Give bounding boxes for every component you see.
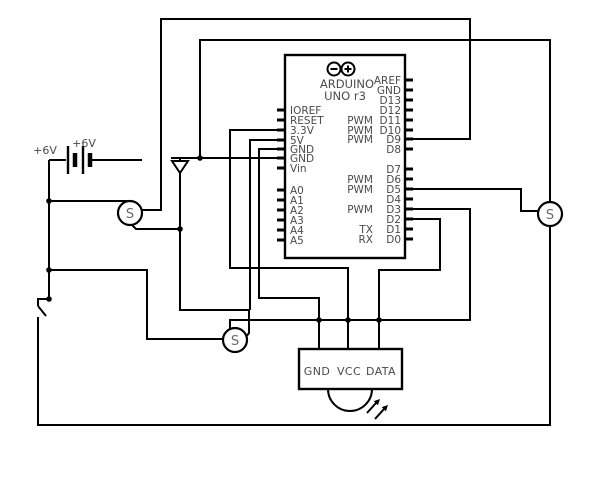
servo3-body	[221, 326, 249, 354]
pin-label-d8: D8	[386, 144, 401, 156]
sensor-module: GND VCC DATA	[297, 347, 404, 420]
sensor-body	[297, 347, 404, 391]
arrow-head-2	[381, 405, 388, 412]
pin-prefix-d5: PWM	[347, 184, 373, 196]
pin-label-d2: D2	[386, 214, 401, 226]
pin-label-d1: D1	[386, 224, 401, 236]
pin-label-a0: A0	[290, 185, 304, 197]
pin-label-d0: D0	[386, 234, 401, 246]
pin-label-gnd2: GND	[290, 153, 314, 165]
servo2-body	[536, 200, 564, 228]
battery-symbol: +6V +6V	[33, 137, 142, 174]
pin-label-d11: D11	[380, 115, 401, 127]
servo1-body	[116, 199, 144, 227]
pin-label-aref: AREF	[374, 75, 401, 87]
battery-cell2-label: +6V	[72, 137, 96, 150]
servo1-gnd-wire	[130, 223, 180, 230]
pin-prefix-d1: TX	[358, 224, 373, 236]
arduino-left-pin-labels: IOREF RESET 3.3V 5V GND GND Vin A0 A1 A2…	[290, 105, 324, 247]
sensor-vcc-wire-3v3	[229, 129, 349, 349]
pin-label-d7: D7	[386, 164, 401, 176]
pin-label-3v3: 3.3V	[290, 125, 315, 137]
pin-label-d13: D13	[380, 95, 401, 107]
arduino-body	[283, 53, 407, 260]
arrow-shaft-2	[374, 408, 385, 420]
sensor-dome	[327, 388, 373, 412]
arrow-shaft-1	[366, 402, 377, 414]
gnd-to-servo3-wire	[179, 173, 250, 338]
switch-and-bottom-rail	[37, 226, 551, 426]
servo1-signal-wire-d9	[141, 18, 471, 211]
pin-prefix-d0: RX	[359, 234, 374, 246]
pin-label-gnd-r: GND	[377, 85, 401, 97]
pin-label-d3: D3	[386, 204, 401, 216]
pin-label-a5: A5	[290, 235, 304, 247]
arduino-right-pin-stubs	[405, 78, 413, 241]
pin-prefix-d9: PWM	[347, 134, 373, 146]
sensor-gnd-wire	[258, 148, 320, 349]
bottom-rail-wire	[37, 226, 551, 426]
wire-5v	[249, 139, 277, 310]
power-polarity-icon	[326, 61, 356, 77]
pin-label-reset: RESET	[290, 115, 324, 127]
servo-3: S	[49, 208, 471, 354]
servo3-label: S	[231, 334, 239, 349]
pin-label-d10: D10	[380, 125, 401, 137]
sensor-signal-arrows-icon	[366, 399, 388, 420]
plus-circle-icon	[340, 61, 356, 77]
pin-label-d4: D4	[386, 194, 401, 206]
pin-label-vin: Vin	[290, 163, 307, 175]
sensor-data-wire-d2	[378, 218, 441, 349]
arduino-uno: ARDUINO UNO r3	[277, 53, 413, 260]
positive-rail	[46, 160, 52, 302]
servo1-label: S	[126, 207, 134, 222]
pin-label-a2: A2	[290, 205, 304, 217]
servo3-power-wire	[49, 269, 223, 340]
pin-label-a4: A4	[290, 225, 304, 237]
switch-top-lead	[37, 298, 49, 306]
sensor-pin-label-data: DATA	[366, 365, 396, 378]
servo-1: S	[49, 18, 471, 230]
pin-label-a3: A3	[290, 215, 304, 227]
sensor-wires	[229, 129, 441, 349]
pin-label-a1: A1	[290, 195, 304, 207]
servo-2: S	[413, 188, 564, 228]
servo3-signal-wire-d3	[229, 208, 471, 329]
switch-blade	[37, 305, 47, 317]
pin-label-gnd1: GND	[290, 144, 314, 156]
ground-symbol-icon	[170, 160, 190, 175]
battery-cell1-label: +6V	[33, 144, 57, 157]
arduino-right-pin-labels: AREF GND D13 D12 PWM D11 PWM D10 PWM D9 …	[347, 75, 401, 246]
arduino-model-label: UNO r3	[324, 89, 366, 103]
sensor-pin-label-gnd: GND	[304, 365, 330, 378]
sensor-pin-label-vcc: VCC	[337, 365, 361, 378]
pin-label-d5: D5	[386, 184, 401, 196]
arrow-head-1	[373, 399, 380, 406]
pin-prefix-d11: PWM	[347, 115, 373, 127]
pin-label-d6: D6	[386, 174, 401, 186]
pin-prefix-d6: PWM	[347, 174, 373, 186]
pin-label-d12: D12	[380, 105, 401, 117]
arduino-brand-label: ARDUINO	[320, 77, 374, 91]
pin-label-d9: D9	[386, 134, 401, 146]
arduino-left-pin-stubs	[277, 108, 285, 242]
gnd-to-servo2-top-wire	[199, 39, 551, 202]
pin-prefix-d10: PWM	[347, 125, 373, 137]
pin-label-ioref: IOREF	[290, 105, 321, 117]
pin-prefix-d3: PWM	[347, 204, 373, 216]
servo2-label: S	[546, 208, 554, 223]
pin-label-5v: 5V	[290, 135, 305, 147]
servo2-signal-wire-d5	[413, 188, 538, 212]
